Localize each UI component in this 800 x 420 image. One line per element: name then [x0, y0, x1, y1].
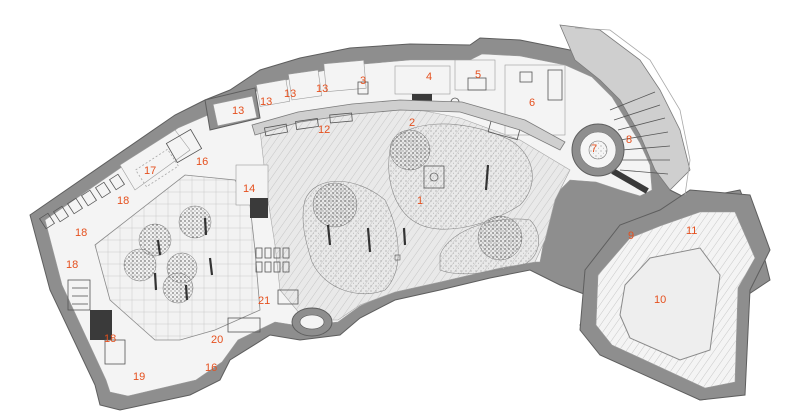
label-17: 17 [144, 165, 156, 177]
label-13d: 13 [316, 83, 328, 95]
label-13c: 13 [284, 88, 296, 100]
label-12: 12 [318, 124, 330, 136]
tree [477, 215, 523, 261]
stair-radial [609, 91, 671, 194]
courtyard-benches [326, 164, 490, 261]
label-5: 5 [475, 69, 481, 81]
corridor-doors [264, 112, 353, 137]
east-edge-outline [574, 27, 691, 196]
label-21: 21 [258, 295, 270, 307]
label-16b: 16 [205, 362, 217, 374]
label-20: 20 [211, 334, 223, 346]
tree [312, 182, 358, 228]
east-curved-room [559, 24, 691, 191]
west-courtyard-trees [123, 205, 214, 304]
label-3: 3 [360, 75, 366, 87]
inner-rooms [227, 164, 333, 337]
corridor-north [251, 99, 566, 151]
room-labels: 1 2 3 4 5 6 7 8 9 10 11 12 13 13 13 13 1… [66, 69, 697, 383]
tree [389, 129, 431, 171]
rotunda-center [588, 140, 608, 160]
label-8: 8 [626, 134, 632, 146]
label-13a: 13 [232, 105, 244, 117]
cloister-garth [619, 247, 721, 361]
label-10: 10 [654, 294, 666, 306]
label-11: 11 [686, 225, 697, 237]
label-18c: 18 [66, 259, 78, 271]
label-6: 6 [529, 97, 535, 109]
label-9: 9 [628, 230, 634, 242]
label-1: 1 [417, 195, 423, 207]
label-13b: 13 [260, 96, 272, 108]
label-14: 14 [243, 183, 255, 195]
label-18b: 18 [75, 227, 87, 239]
west-wing-rooms [38, 128, 203, 365]
label-19: 19 [133, 371, 145, 383]
fountain [423, 165, 445, 189]
label-18d: 18 [104, 333, 116, 345]
label-18a: 18 [117, 195, 129, 207]
label-2: 2 [409, 117, 415, 129]
label-4: 4 [426, 71, 432, 83]
label-16a: 16 [196, 156, 208, 168]
label-7: 7 [591, 143, 597, 155]
